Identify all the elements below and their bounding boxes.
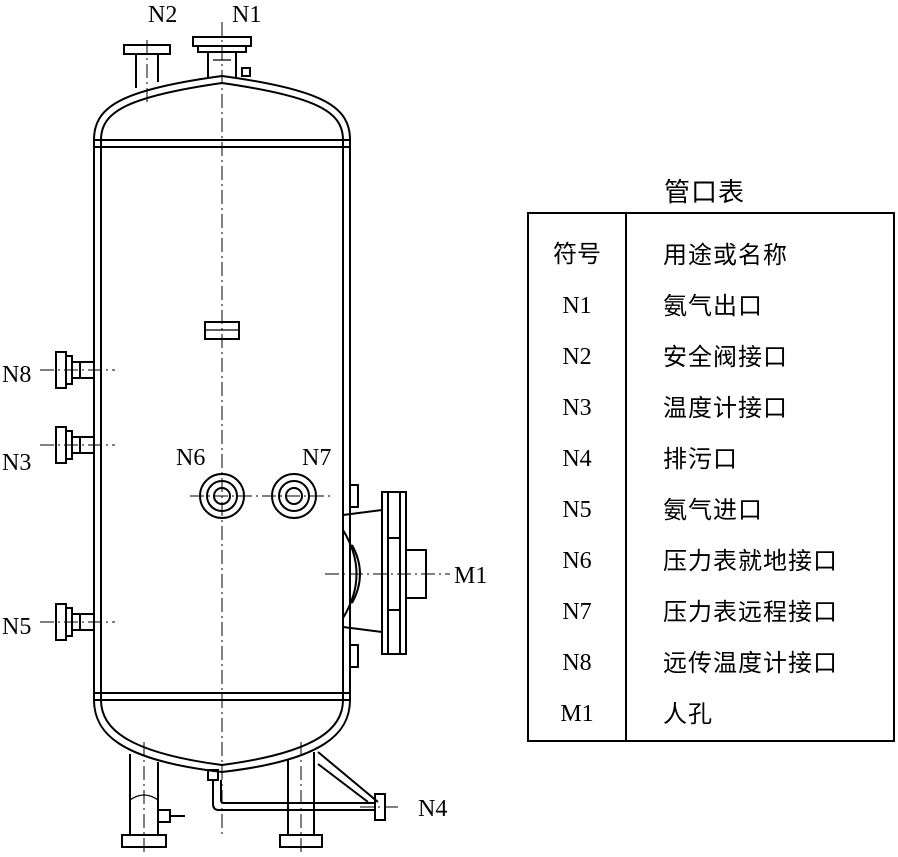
row-name: 人孔	[663, 700, 713, 728]
row-name: 安全阀接口	[663, 343, 788, 371]
support-legs	[121, 742, 323, 852]
table-row: N8 远传温度计接口	[529, 638, 893, 689]
label-n8: N8	[2, 362, 31, 388]
label-n4: N4	[418, 796, 447, 822]
row-name: 排污口	[663, 445, 738, 473]
header-symbol: 符号	[553, 242, 601, 268]
nozzle-n7	[271, 473, 317, 519]
label-m1: M1	[454, 563, 487, 589]
nozzle-table-title: 管口表	[664, 178, 746, 208]
row-symbol: N5	[562, 497, 592, 523]
row-symbol: N4	[562, 446, 592, 472]
nozzle-n2	[123, 40, 171, 102]
table-row: N6 压力表就地接口	[529, 536, 893, 587]
row-name: 压力表就地接口	[663, 547, 838, 575]
header-name: 用途或名称	[663, 241, 788, 269]
row-name: 氨气进口	[663, 496, 763, 524]
table-row: N7 压力表远程接口	[529, 587, 893, 638]
nozzle-n1	[192, 36, 252, 78]
table-row: N1 氨气出口	[529, 281, 893, 332]
table-row: M1 人孔	[529, 689, 893, 740]
nozzle-table: 符号 用途或名称 N1 氨气出口 N2 安全阀接口 N3 温度计接口 N4 排污…	[527, 212, 895, 742]
table-column-divider	[625, 214, 627, 740]
table-row: N4 排污口	[529, 434, 893, 485]
nozzle-n3	[40, 426, 115, 464]
row-symbol: N8	[562, 650, 592, 676]
row-name: 氨气出口	[663, 292, 763, 320]
table-row: N5 氨气进口	[529, 485, 893, 536]
row-symbol: M1	[560, 701, 594, 727]
table-row: N3 温度计接口	[529, 383, 893, 434]
nozzle-n5	[40, 603, 115, 641]
table-row: N2 安全阀接口	[529, 332, 893, 383]
top-head	[93, 74, 351, 141]
label-n2: N2	[148, 2, 177, 28]
row-symbol: N3	[562, 395, 592, 421]
nozzle-n6	[190, 473, 330, 519]
label-n3: N3	[2, 450, 31, 476]
row-name: 温度计接口	[663, 394, 788, 422]
manhole-m1	[325, 484, 450, 668]
label-n5: N5	[2, 614, 31, 640]
row-symbol: N2	[562, 344, 592, 370]
bottom-head	[93, 699, 351, 774]
row-symbol: N1	[562, 293, 592, 319]
label-n7: N7	[302, 445, 331, 471]
row-symbol: N6	[562, 548, 592, 574]
table-header-row: 符号 用途或名称	[529, 230, 893, 281]
row-name: 压力表远程接口	[663, 598, 838, 626]
nozzle-n4	[207, 751, 400, 821]
row-name: 远传温度计接口	[663, 649, 838, 677]
label-n6: N6	[176, 445, 205, 471]
row-symbol: N7	[562, 599, 592, 625]
label-n1: N1	[232, 2, 261, 28]
nozzle-n8	[40, 351, 115, 389]
